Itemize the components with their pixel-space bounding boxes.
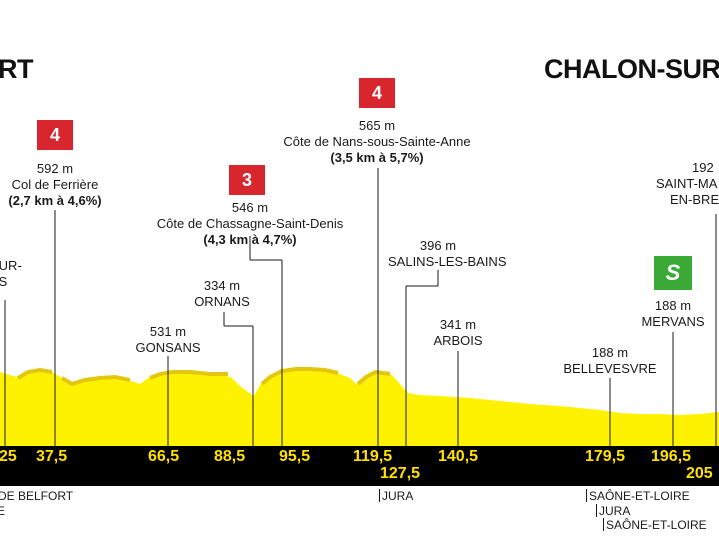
terrain-fill (0, 369, 719, 446)
climb-category-flag: 4 (359, 78, 395, 108)
climb-detail: (3,5 km à 5,7%) (330, 150, 424, 165)
km-marker: 25 (0, 448, 17, 465)
km-marker: 179,5 (585, 448, 626, 465)
place-label-arbois: 341 m ARBOIS (408, 317, 508, 349)
km-marker: 196,5 (651, 448, 692, 465)
km-marker: 66,5 (148, 448, 180, 465)
department-tick (603, 518, 604, 531)
place-label-salins: 396 m SALINS-LES-BAINS (388, 238, 507, 270)
place-altitude: 341 m (439, 317, 477, 332)
department-tick (596, 504, 597, 517)
climb-name: Col de Ferrière (11, 177, 99, 192)
place-name: GONSANS (135, 340, 201, 355)
climb-altitude: 592 m (36, 161, 74, 176)
place-name: EN-BRE (670, 192, 719, 207)
place-altitude: 188 m (654, 298, 692, 313)
place-name: SAINT-MA (656, 176, 718, 191)
place-altitude: 188 m (591, 345, 629, 360)
km-marker: 95,5 (279, 448, 311, 465)
terrain-ridge (16, 367, 391, 387)
place-label-left: SUR- BS (0, 258, 30, 290)
start-city-title: RT (0, 54, 34, 84)
climb-category-flag: 4 (37, 120, 73, 150)
place-name: ORNANS (194, 294, 250, 309)
km-marker: 88,5 (214, 448, 246, 465)
climb-name: Côte de Nans-sous-Sainte-Anne (283, 134, 471, 149)
place-label-mervans: 188 m MERVANS (623, 298, 719, 330)
place-altitude: 531 m (149, 324, 187, 339)
place-altitude: 334 m (203, 278, 241, 293)
place-name: SALINS-LES-BAINS (388, 254, 507, 269)
climb-detail: (4,3 km à 4,7%) (203, 232, 297, 247)
place-name: BS (0, 274, 8, 289)
climb-detail: (2,7 km à 4,6%) (8, 193, 102, 208)
place-label-saint-marcel: 192 SAINT-MA EN-BRE (656, 160, 719, 208)
climb-altitude: 565 m (358, 118, 396, 133)
place-label-gonsans: 531 m GONSANS (118, 324, 218, 356)
place-name: MERVANS (641, 314, 705, 329)
department-label: SAÔNE-ET-LOIRE (589, 489, 690, 503)
department-label: JURA (382, 489, 414, 503)
km-marker: 205 (686, 465, 713, 482)
climb-altitude: 546 m (231, 200, 269, 215)
distance-band (0, 446, 719, 486)
finish-city-title: CHALON-SUR-S (544, 54, 719, 84)
department-label: E (0, 504, 6, 518)
km-marker: 119,5 (353, 448, 393, 465)
place-name: ARBOIS (433, 333, 483, 348)
climb-name: Côte de Chassagne-Saint-Denis (156, 216, 344, 231)
climb-label-ferriere: 592 m Col de Ferrière (2,7 km à 4,6%) (0, 161, 130, 209)
department-label: DE BELFORT (0, 489, 74, 503)
place-name: SUR- (0, 258, 22, 273)
climb-category-flag: 3 (229, 165, 265, 195)
place-altitude: 396 m (419, 238, 457, 253)
place-altitude: 192 (692, 160, 714, 175)
climb-label-nans: 565 m Côte de Nans-sous-Sainte-Anne (3,5… (262, 118, 492, 166)
place-label-ornans: 334 m ORNANS (172, 278, 272, 310)
place-name: BELLEVESVRE (563, 361, 657, 376)
department-label: JURA (599, 504, 631, 518)
place-label-bellevesvre: 188 m BELLEVESVRE (560, 345, 660, 377)
climb-label-chassagne: 546 m Côte de Chassagne-Saint-Denis (4,3… (140, 200, 360, 248)
department-tick (586, 489, 587, 502)
km-marker: 37,5 (36, 448, 68, 465)
intermediate-sprint-icon: S (654, 256, 692, 290)
department-tick (379, 489, 380, 502)
department-label: SAÔNE-ET-LOIRE (606, 518, 707, 532)
km-marker: 140,5 (438, 448, 479, 465)
km-marker: 127,5 (380, 465, 421, 482)
